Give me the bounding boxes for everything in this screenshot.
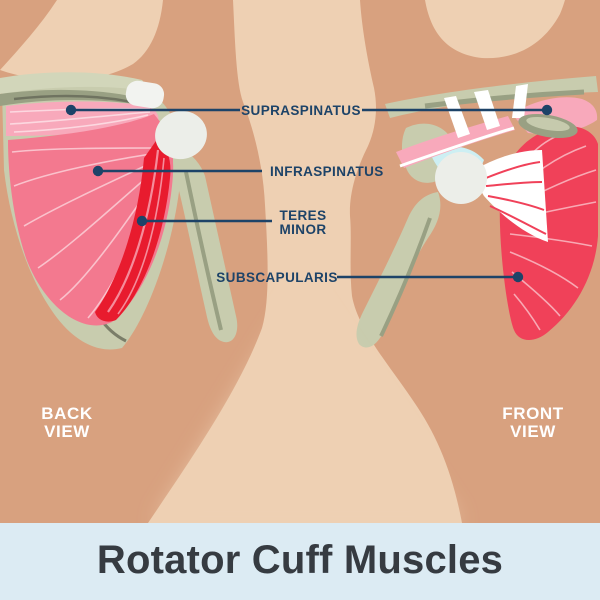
tendon-gap-line xyxy=(489,205,547,235)
teres-minor-muscle xyxy=(95,138,171,322)
tendon-white-edge xyxy=(399,126,515,168)
muscle-striation xyxy=(509,233,593,247)
teres-minor-label-line1: TERES xyxy=(279,208,326,223)
humeral-head-back xyxy=(155,110,207,160)
muscle-striation xyxy=(13,151,165,187)
subscapularis-tendon-fan xyxy=(477,150,548,242)
tendon-gap-line xyxy=(485,161,541,179)
tendon-gap-line xyxy=(485,181,543,187)
humeral-head-front xyxy=(435,152,487,204)
muscle-striation xyxy=(509,251,579,289)
back-view-label-line2: VIEW xyxy=(44,422,90,441)
annotations: SUPRASPINATUS INFRASPINATUS TERES MINOR … xyxy=(65,103,553,285)
front-neck-valley xyxy=(425,0,565,59)
coracoid-highlight xyxy=(526,116,570,132)
title-banner xyxy=(0,523,600,600)
center-shading xyxy=(158,292,458,523)
scapular-spine xyxy=(0,89,148,106)
supraspinatus-label: SUPRASPINATUS xyxy=(241,103,361,118)
muscle-striation xyxy=(513,293,541,331)
muscle-striation xyxy=(11,147,165,153)
page-title: Rotator Cuff Muscles xyxy=(97,538,503,582)
back-view-label-line1: BACK xyxy=(41,404,93,423)
scapular-top-band xyxy=(0,72,152,94)
acromion-white-patch xyxy=(125,80,165,109)
subscapularis-marker-dot xyxy=(512,271,524,283)
muscle-striation xyxy=(117,157,165,315)
humerus-bone-front xyxy=(356,192,441,348)
subscapularis-label: SUBSCAPULARIS xyxy=(216,270,337,285)
muscle-striation xyxy=(107,149,160,313)
tendon-gap-line xyxy=(487,195,545,211)
back-view-figure xyxy=(0,0,268,523)
infraspinatus-label: INFRASPINATUS xyxy=(270,164,384,179)
ligament-strip xyxy=(444,96,470,138)
front-view-label-line2: VIEW xyxy=(510,422,556,441)
supraspinatus-tendon-front xyxy=(396,116,515,168)
supraspinatus-marker-dot-front xyxy=(541,104,553,116)
scapular-spine-shadow-line xyxy=(13,94,137,105)
back-neck-valley xyxy=(0,0,163,81)
muscle-striation xyxy=(13,114,149,133)
humerus-shaft-shadow-line xyxy=(184,171,223,331)
front-view-label-line1: FRONT xyxy=(502,404,564,423)
teres-minor-label-line2: MINOR xyxy=(280,222,327,237)
front-view-figure xyxy=(349,0,600,523)
muscle-striation xyxy=(9,111,151,125)
humerus-shaft-shadow-line xyxy=(379,217,432,337)
